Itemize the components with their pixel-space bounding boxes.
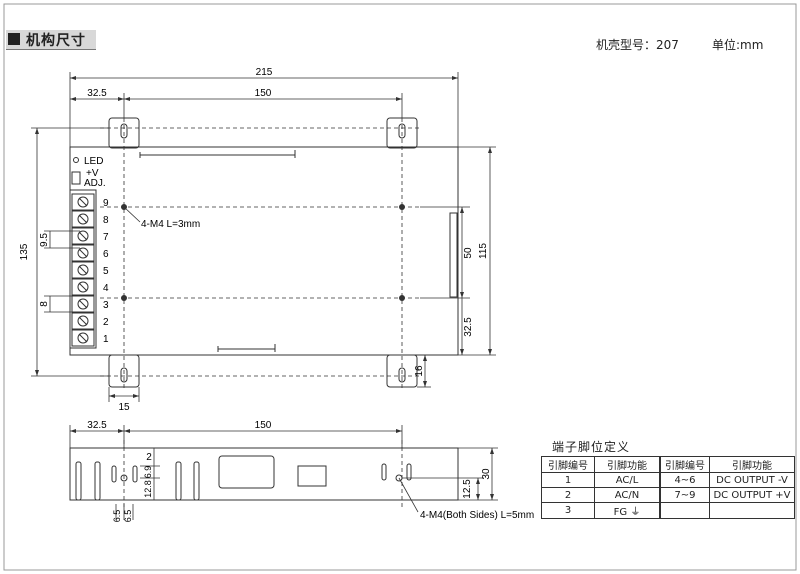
terminal-screw-icon [77,213,89,225]
dim-mid-span: 50 [463,247,474,259]
adj-pot-icon [71,171,81,185]
terminal-screw-icon [77,332,89,344]
mount-hole [399,295,405,301]
dim-bottom-offset: 32.5 [463,317,474,337]
terminal-screw-icon [77,298,89,310]
terminal-label: 3 [103,300,109,311]
side-dim-hole-span: 150 [255,420,272,431]
title-bar [6,30,96,50]
terminal-screw-icon [77,196,89,208]
dim-pitch-b: 8 [39,301,50,307]
v-label: +V [86,168,99,179]
pin-definition-table: 引脚编号 引脚功能 引脚编号 引脚功能 1 AC/L 4~6 DC OUTPUT… [541,456,795,519]
side-dim-d: 6.5 [112,510,122,523]
dim-pitch-a: 9.5 [39,233,50,247]
top-view-body [69,146,459,356]
table-row: 1 AC/L 4~6 DC OUTPUT -V [541,472,795,488]
mount-hole [121,295,127,301]
page-title: 机构尺寸 [26,33,86,49]
terminal-slot [71,193,95,211]
terminal-screw-icon [77,264,89,276]
terminal-label: 9 [103,198,109,209]
mount-note-side: 4-M4(Both Sides) L=5mm [420,510,534,521]
header-pin-func: 引脚功能 [594,456,661,473]
mount-note-top: 4-M4 L=3mm [141,219,200,230]
table-cell: 2 [541,487,595,503]
table-cell: DC OUTPUT +V [709,487,795,503]
terminal-screw-icon [77,281,89,293]
terminal-slot [71,261,95,279]
title-square-icon [8,33,20,45]
unit-label: 单位:mm [712,38,764,52]
dim-ear-height: 16 [414,365,425,377]
table-cell: AC/N [594,487,661,503]
side-dim-height: 30 [481,468,492,480]
adj-label: ADJ. [84,178,106,189]
table-cell: 7~9 [659,487,710,503]
dim-ear-width: 15 [118,402,130,413]
table-header-row: 引脚编号 引脚功能 引脚编号 引脚功能 [541,456,795,473]
terminal-screw-icon [77,247,89,259]
table-cell: 1 [541,472,595,488]
side-view-body [69,447,459,501]
terminal-slot [71,312,95,330]
dim-left-offset: 32.5 [87,88,107,99]
side-dim-b: 6.9 [143,466,153,479]
dim-height: 135 [19,243,30,260]
terminal-label: 4 [103,283,109,294]
table-row: 2 AC/N 7~9 DC OUTPUT +V [541,487,795,503]
terminal-label: 1 [103,334,109,345]
led-indicator-icon [73,157,79,163]
table-cell: 4~6 [659,472,710,488]
table-cell: DC OUTPUT -V [709,472,795,488]
terminal-slot [71,210,95,228]
side-dim-left-offset: 32.5 [87,420,107,431]
terminal-label: 7 [103,232,109,243]
page-border [3,3,797,571]
terminal-slot [71,278,95,296]
table-cell: 3 [541,502,595,519]
side-dim-hole-height: 12.5 [462,479,473,499]
dim-hole-span: 150 [255,88,272,99]
side-dim-e: 6.5 [123,510,133,523]
led-label: LED [84,156,103,167]
terminal-label: 6 [103,249,109,260]
pin-table-title: 端子脚位定义 [552,440,631,454]
terminal-slot [71,329,95,347]
terminal-label: 5 [103,266,109,277]
terminal-slot [71,295,95,313]
header-pin-no: 引脚编号 [541,456,595,473]
table-cell: AC/L [594,472,661,488]
terminal-label: 2 [103,317,109,328]
side-dim-c: 12.8 [143,480,153,498]
table-cell [659,502,710,519]
terminal-screw-icon [77,230,89,242]
terminal-label: 8 [103,215,109,226]
table-row: 3 FG ⏚ [541,502,795,519]
terminal-slot [71,244,95,262]
header-pin-no-2: 引脚编号 [659,456,710,473]
model-label: 机壳型号：207 [596,38,679,52]
table-cell [709,502,795,519]
side-dim-a: 2 [146,452,152,463]
header-pin-func-2: 引脚功能 [709,456,795,473]
terminal-slot [71,227,95,245]
table-cell: FG ⏚ [594,502,661,519]
mount-hole [399,204,405,210]
terminal-screw-icon [77,315,89,327]
dim-total-width: 215 [256,67,273,78]
dim-body-height: 115 [478,243,489,259]
